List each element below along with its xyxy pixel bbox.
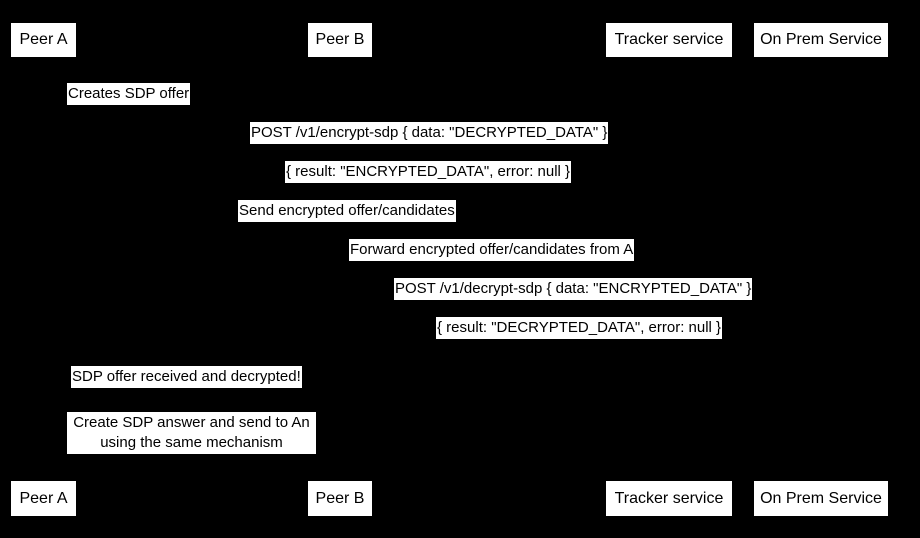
participant-header-peer-a[interactable]: Peer A [10,22,77,58]
participant-footer-tracker-service[interactable]: Tracker service [605,480,733,517]
arrow-forward-encrypted-offer [340,261,669,262]
lifeline-peer-a [43,58,44,480]
arrow-post-decrypt-sdp [340,300,821,301]
message-label-creates-sdp-offer[interactable]: Creates SDP offer [67,83,191,105]
message-label-send-encrypted-offer[interactable]: Send encrypted offer/candidates [238,200,456,222]
participant-header-peer-b[interactable]: Peer B [307,22,373,58]
lifeline-tracker-service [669,58,670,480]
participant-footer-peer-b-label: Peer B [315,489,365,507]
arrow-sdp-offer-received [43,388,340,389]
participant-header-peer-a-label: Peer A [19,31,68,49]
arrow-create-sdp-answer [43,455,340,456]
message-label-post-encrypt-sdp[interactable]: POST /v1/encrypt-sdp { data: "DECRYPTED_… [250,122,609,144]
participant-footer-on-prem-service-label: On Prem Service [760,489,882,507]
lifeline-on-prem-service [821,58,822,480]
participant-header-tracker-service-label: Tracker service [614,31,724,49]
message-label-create-sdp-answer[interactable]: Create SDP answer and send to An using t… [67,412,316,454]
lifeline-peer-b [340,58,341,480]
arrow-creates-sdp-offer [43,104,83,105]
message-label-create-sdp-answer-line1: Create SDP answer and send to An [73,414,310,431]
participant-footer-on-prem-service[interactable]: On Prem Service [753,480,889,517]
participant-footer-peer-b[interactable]: Peer B [307,480,373,517]
participant-header-tracker-service[interactable]: Tracker service [605,22,733,58]
message-label-decrypt-sdp-result[interactable]: { result: "DECRYPTED_DATA", error: null … [436,317,723,339]
participant-footer-peer-a[interactable]: Peer A [10,480,77,517]
message-label-create-sdp-answer-line2: using the same mechanism [100,434,283,451]
participant-header-peer-b-label: Peer B [315,31,365,49]
message-label-forward-encrypted-offer[interactable]: Forward encrypted offer/candidates from … [349,239,635,261]
arrow-decrypt-sdp-result [340,339,821,340]
participant-footer-tracker-service-label: Tracker service [614,489,724,507]
participant-footer-peer-a-label: Peer A [19,489,68,507]
message-label-post-decrypt-sdp[interactable]: POST /v1/decrypt-sdp { data: "ENCRYPTED_… [394,278,753,300]
message-label-encrypt-sdp-result[interactable]: { result: "ENCRYPTED_DATA", error: null … [285,161,572,183]
message-label-sdp-offer-received[interactable]: SDP offer received and decrypted! [71,366,302,388]
participant-header-on-prem-service[interactable]: On Prem Service [753,22,889,58]
participant-header-on-prem-service-label: On Prem Service [760,31,882,49]
